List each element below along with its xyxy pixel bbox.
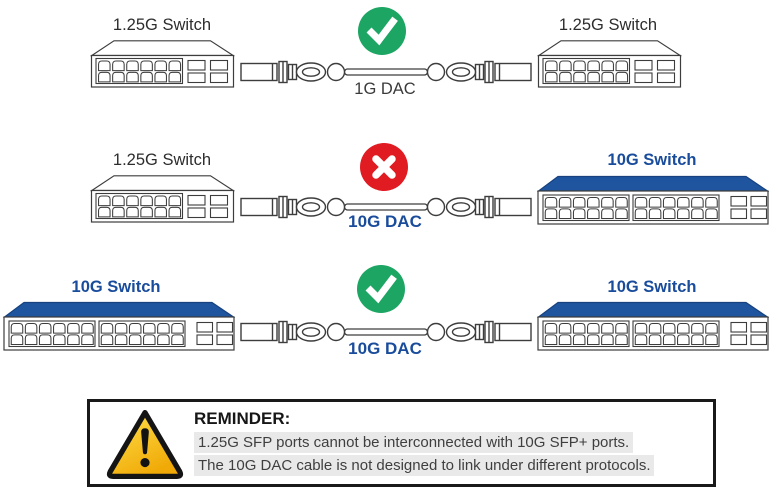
switch-label: 1.25G Switch bbox=[112, 151, 212, 169]
switch-10g-illustration bbox=[3, 301, 235, 351]
reminder-line-1: 1.25G SFP ports cannot be interconnected… bbox=[194, 432, 634, 453]
switch-10g-illustration bbox=[537, 175, 769, 225]
switch-1-25g-illustration bbox=[90, 40, 235, 88]
cable-label: 1G DAC bbox=[354, 80, 416, 98]
switch-1-25g-illustration bbox=[90, 175, 235, 223]
cable-label: 10G DAC bbox=[348, 339, 422, 358]
switch-label: 1.25G Switch bbox=[112, 16, 212, 34]
switch-label: 10G Switch bbox=[607, 151, 697, 169]
reminder-box: REMINDER: 1.25G SFP ports cannot be inte… bbox=[87, 399, 716, 487]
reminder-title: REMINDER: bbox=[194, 409, 291, 428]
switch-1-25g-illustration bbox=[537, 40, 682, 88]
reminder-line-2: The 10G DAC cable is not designed to lin… bbox=[194, 455, 655, 476]
check-icon bbox=[358, 7, 406, 55]
cable-label: 10G DAC bbox=[348, 212, 422, 231]
switch-label: 10G Switch bbox=[71, 278, 161, 296]
reminder-text: REMINDER: 1.25G SFP ports cannot be inte… bbox=[194, 409, 655, 478]
warning-triangle-icon bbox=[105, 406, 185, 482]
status-ok-badge bbox=[358, 7, 406, 55]
switch-label: 10G Switch bbox=[607, 278, 697, 296]
check-icon bbox=[357, 265, 405, 313]
switch-10g-illustration bbox=[537, 301, 769, 351]
status-error-badge bbox=[360, 143, 408, 191]
cross-icon bbox=[360, 143, 408, 191]
status-ok-badge bbox=[357, 265, 405, 313]
switch-label: 1.25G Switch bbox=[558, 16, 658, 34]
